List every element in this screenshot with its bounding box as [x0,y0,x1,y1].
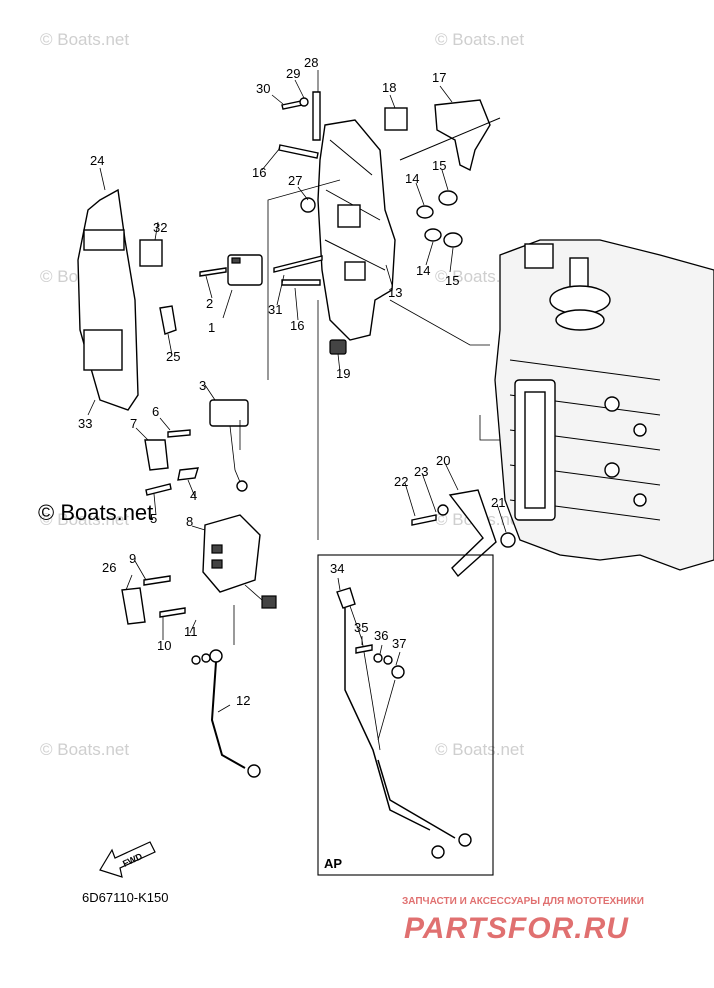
watermark: © Boats.net [40,740,129,759]
callout-label: 13 [388,285,402,300]
electrical-cover [77,188,163,411]
callout-label: 10 [157,638,171,653]
callout-label: 11 [184,624,198,639]
bolts [273,91,323,286]
callout-label: 30 [256,81,270,96]
rectifier [202,514,277,609]
callout-label: 35 [354,620,368,635]
callout-label: 31 [268,302,282,317]
callout-label: 27 [288,173,302,188]
callout-label: 8 [186,514,193,529]
watermark: © Boats.net [435,740,524,759]
callout-label: 36 [374,628,388,643]
engine-block [494,239,714,571]
fwd-arrow-icon: FWD [99,841,156,878]
connector-3 [209,399,249,492]
callout-label: 18 [382,80,396,95]
callout-label: 37 [392,636,406,651]
relay [199,254,263,286]
callout-label: 26 [102,560,116,575]
ground-cable [209,649,261,778]
watermark: © Boats.net [40,30,129,49]
watermark-layer: © Boats.net © Boats.net © Boats.net © Bo… [40,30,524,759]
part-19-clip [329,339,347,355]
small-hardware-upper [144,429,199,496]
callout-label: 16 [290,318,304,333]
mounting-bracket [317,119,396,341]
callout-label: 5 [150,511,157,526]
callout-label: 21 [491,495,505,510]
callout-label: 2 [206,296,213,311]
callout-label: 6 [152,404,159,419]
callout-label: 24 [90,153,104,168]
leader-lines [87,70,507,713]
watermark: © Boats.net [435,30,524,49]
watermark: © Boats.net [40,510,129,529]
callout-label: 15 [432,158,446,173]
callout-label: 12 [236,693,250,708]
inset-label: AP [324,856,342,871]
callout-label: 25 [166,349,180,364]
callout-label: 3 [199,378,206,393]
callout-label: 17 [432,70,446,85]
diagram-code: 6D67110-K150 [82,890,169,905]
bracket-20 [411,489,516,578]
callout-label: 19 [336,366,350,381]
callout-label: 16 [252,165,266,180]
callout-label: 32 [153,220,167,235]
callout-label: 29 [286,66,300,81]
callout-label: 23 [414,464,428,479]
watermark-main: © Boats.net [38,500,153,525]
callout-label: 20 [436,453,450,468]
cable-clip-strip [399,99,501,172]
callout-label: 28 [304,55,318,70]
brand-tagline: ЗАПЧАСТИ И АКСЕССУАРЫ ДЛЯ МОТОТЕХНИКИ [402,896,644,907]
part-18-holder [384,107,408,131]
small-hardware-lower [121,575,211,665]
callout-label: 15 [445,273,459,288]
callout-label: 33 [78,416,92,431]
callout-layer: 1 2 3 4 5 6 7 8 9 10 11 12 13 14 14 15 1… [78,55,505,708]
callout-label: 1 [208,320,215,335]
part-25-clip [159,305,177,335]
grommets [416,190,463,248]
callout-label: 22 [394,474,408,489]
ap-inset: AP [317,554,494,876]
callout-label: 4 [190,488,197,503]
callout-label: 7 [130,416,137,431]
callout-label: 14 [405,171,419,186]
brand-logo: ЗАПЧАСТИ И АКСЕССУАРЫ ДЛЯ МОТОТЕХНИКИ PA… [402,896,644,945]
callout-label: 34 [330,561,344,576]
brand-name: PARTSFOR.RU [404,912,629,945]
callout-label: 14 [416,263,430,278]
callout-label: 9 [129,551,136,566]
